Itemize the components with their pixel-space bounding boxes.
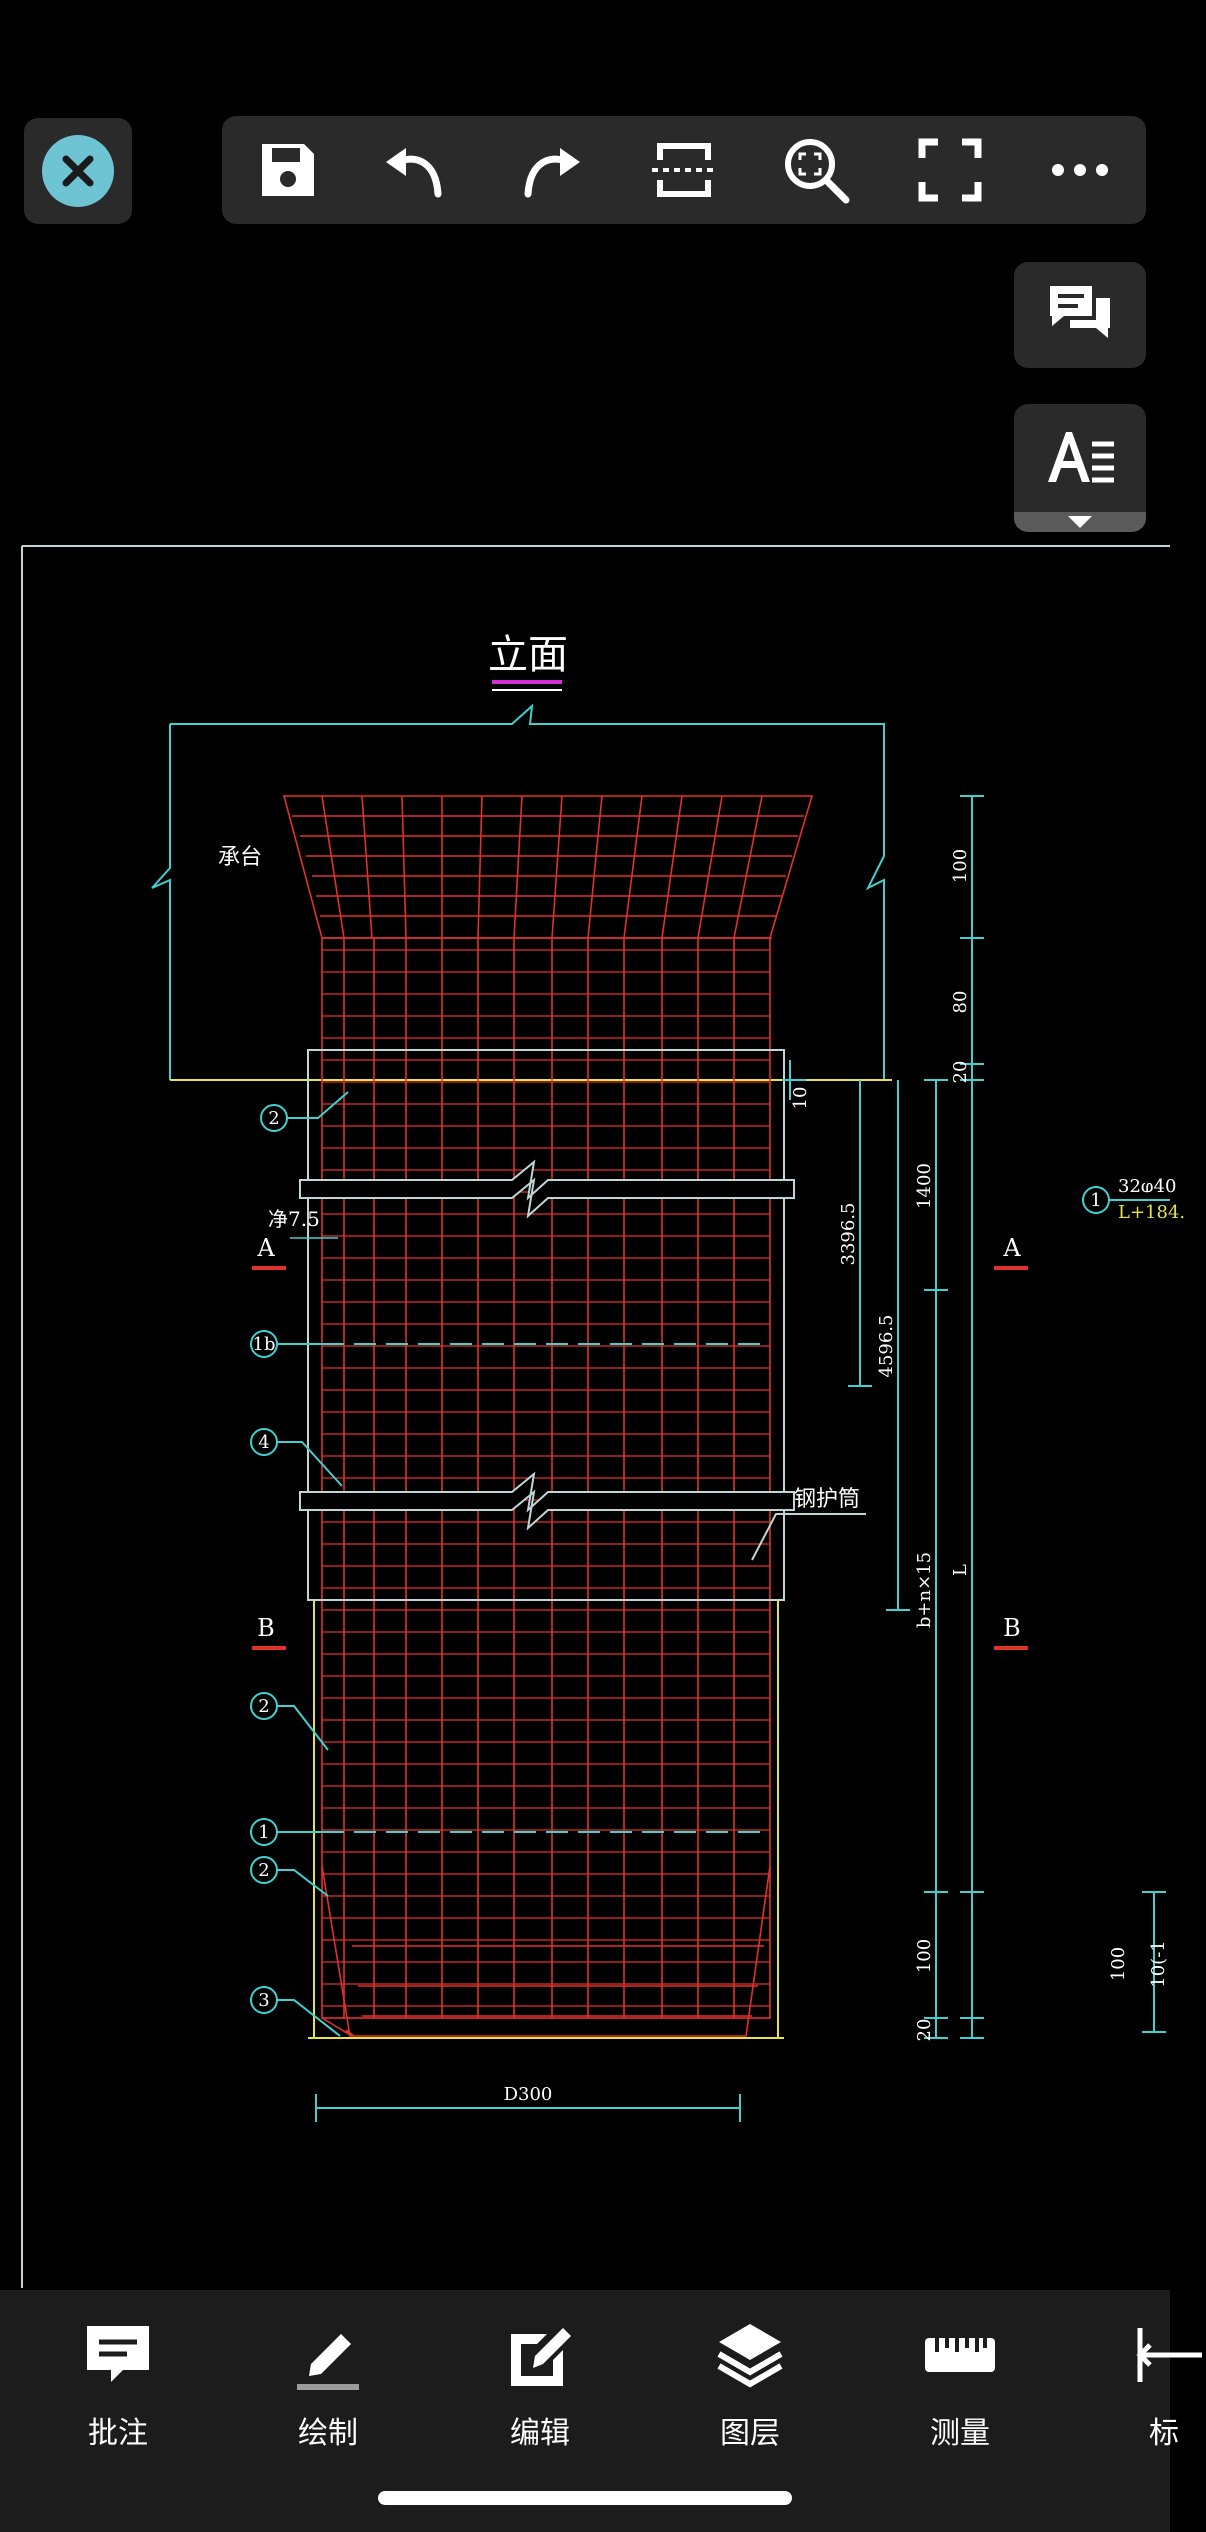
zoom-fit-icon <box>785 139 850 204</box>
tool-draw[interactable]: 绘制 <box>258 2320 398 2451</box>
dimension-lines <box>315 795 1166 2122</box>
rebar-note-1: 32ⱷ40 <box>1118 1176 1176 1197</box>
rebar-cage-bottom <box>321 1865 771 2037</box>
dim-4596: 4596.5 <box>876 1315 897 1378</box>
section-icon <box>652 143 716 197</box>
tool-measure[interactable]: 测量 <box>890 2320 1030 2451</box>
tool-annotate-label: 批注 <box>88 2416 148 2451</box>
callout-2-low: 2 <box>258 1860 269 1881</box>
tool-annotate[interactable]: 批注 <box>48 2320 188 2451</box>
chevron-down-icon <box>1068 516 1092 528</box>
callout-1b: 1b <box>253 1334 276 1355</box>
dim-1400: 1400 <box>914 1163 935 1209</box>
tool-layers[interactable]: 图层 <box>680 2320 820 2451</box>
dim-10-right: 10(-1 <box>1148 1940 1169 1987</box>
callout-1: 1 <box>258 1822 269 1843</box>
dim-L: L <box>950 1564 971 1576</box>
break-lines <box>299 1159 795 1531</box>
dimension-icon <box>1136 2328 1202 2382</box>
undo-icon <box>386 148 442 198</box>
section-button[interactable] <box>646 132 722 208</box>
steel-casing <box>307 1049 785 2039</box>
more-icon <box>1052 164 1108 176</box>
section-b-left: B <box>257 1614 275 1642</box>
callout-2-mid: 2 <box>258 1696 269 1717</box>
more-button[interactable] <box>1042 132 1118 208</box>
save-icon <box>262 144 314 196</box>
close-icon <box>42 135 114 207</box>
dim-100-top: 100 <box>950 849 971 883</box>
rebar-note-2: L+184. <box>1118 1202 1185 1223</box>
drawing-title: 立面 <box>488 632 568 678</box>
dim-10: 10 <box>790 1087 811 1110</box>
dim-3396: 3396.5 <box>838 1203 859 1266</box>
section-a-right: A <box>1002 1234 1021 1262</box>
zoom-fit-button[interactable] <box>778 132 854 208</box>
layers-icon <box>717 2324 783 2388</box>
drawing-canvas[interactable]: 立面 承台 <box>21 545 1185 2288</box>
tool-edit-label: 编辑 <box>510 2416 570 2451</box>
text-style-button[interactable] <box>1014 404 1146 532</box>
callout-4: 4 <box>258 1432 269 1453</box>
fullscreen-icon <box>918 138 982 202</box>
dim-80: 80 <box>950 991 971 1014</box>
dim-bn15: b+n×15 <box>914 1552 935 1628</box>
annotate-icon <box>87 2326 149 2382</box>
top-toolbar <box>222 116 1146 224</box>
comments-icon <box>1050 286 1110 338</box>
redo-icon <box>524 148 580 198</box>
text-format-icon <box>1048 432 1114 483</box>
cad-drawing: 立面 承台 <box>21 545 1185 2288</box>
ruler-icon <box>925 2338 995 2372</box>
tool-edit[interactable]: 编辑 <box>470 2320 610 2451</box>
draw-pencil-icon <box>297 2334 359 2390</box>
tool-dimension[interactable]: 标 <box>1098 2320 1202 2451</box>
close-button[interactable] <box>24 118 132 224</box>
home-indicator <box>378 2491 792 2505</box>
dim-100-bottom: 100 <box>914 1939 935 1973</box>
net-clearance-label: 净7.5 <box>268 1207 320 1231</box>
callout-3: 3 <box>258 1990 269 2011</box>
dim-20-top: 20 <box>950 1061 971 1084</box>
tool-measure-label: 测量 <box>930 2416 990 2451</box>
dim-20-bottom: 20 <box>914 2019 935 2042</box>
section-b-right: B <box>1003 1614 1021 1642</box>
save-button[interactable] <box>250 132 326 208</box>
edit-icon <box>511 2328 571 2386</box>
panel-expand-handle[interactable] <box>1014 512 1146 532</box>
casing-label: 钢护筒 <box>794 1487 860 1512</box>
dim-100-right: 100 <box>1108 1947 1129 1981</box>
callout-2-top: 2 <box>268 1108 279 1129</box>
fullscreen-button[interactable] <box>912 132 988 208</box>
comments-button[interactable] <box>1014 262 1146 368</box>
redo-button[interactable] <box>514 132 590 208</box>
undo-button[interactable] <box>376 132 452 208</box>
rebar-cage-top <box>282 795 814 939</box>
section-a-left: A <box>256 1234 275 1262</box>
tool-layers-label: 图层 <box>720 2416 780 2451</box>
tool-draw-label: 绘制 <box>298 2416 358 2451</box>
tool-dimension-label: 标 <box>1149 2416 1179 2451</box>
dim-d300: D300 <box>504 2084 553 2105</box>
cap-label: 承台 <box>218 845 262 870</box>
callout-1-right: 1 <box>1090 1190 1101 1211</box>
